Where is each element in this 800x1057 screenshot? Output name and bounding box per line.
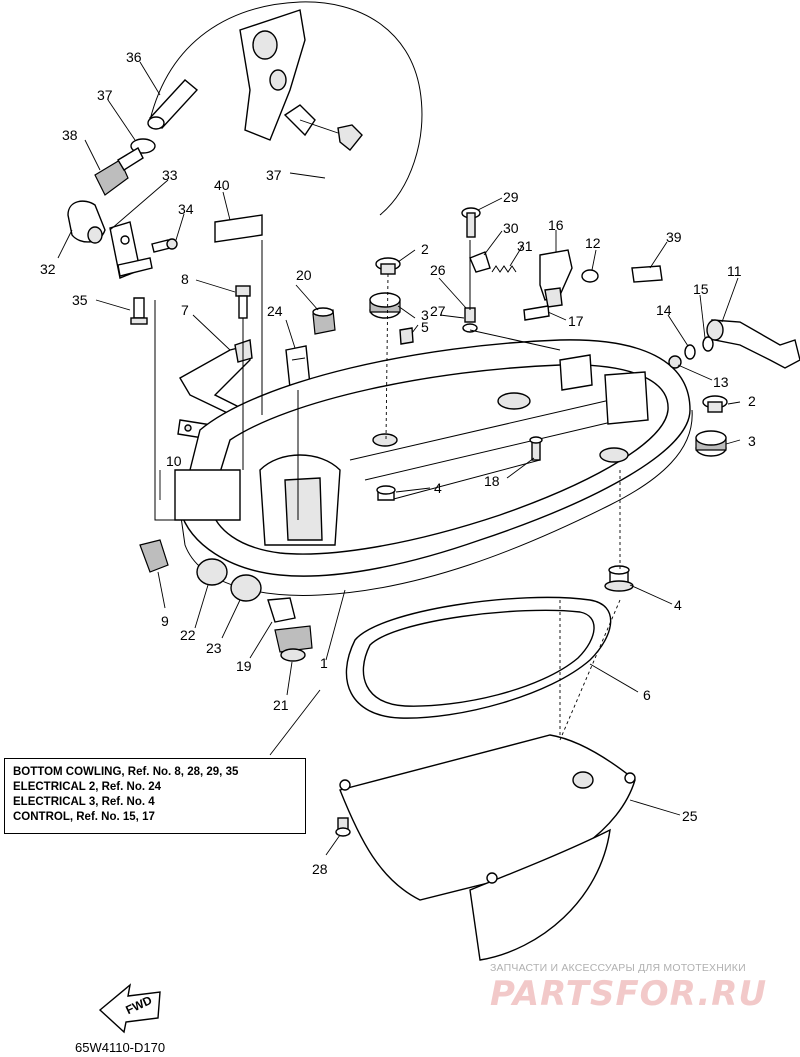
callout-13: 13 — [713, 374, 729, 390]
leader-lines — [57, 61, 741, 856]
diagram-code: 65W4110-D170 — [75, 1040, 166, 1055]
part-11-lever — [706, 319, 800, 369]
reference-line-bottom-cowling: BOTTOM COWLING, Ref. No. 8, 28, 29, 35 — [13, 766, 239, 778]
callout-16: 16 — [548, 217, 564, 233]
callout-20: 20 — [296, 267, 312, 283]
part-39-label — [631, 265, 663, 283]
callout-25: 25 — [682, 808, 698, 824]
callout-26: 26 — [430, 262, 446, 278]
callout-38: 38 — [62, 127, 78, 143]
callout-24: 24 — [267, 303, 283, 319]
callout-28: 28 — [312, 861, 328, 877]
callout-33: 33 — [162, 167, 178, 183]
fwd-arrow-icon: FWD — [98, 983, 161, 1034]
callout-4-upper: 4 — [434, 480, 442, 496]
part-4-collar-lower — [604, 565, 634, 592]
part-21-grommet — [274, 625, 313, 662]
part-35-bolt — [130, 297, 148, 325]
callout-21: 21 — [273, 697, 289, 713]
watermark-brand: PARTSFOR.RU — [490, 974, 768, 1014]
callout-32: 32 — [40, 261, 56, 277]
callout-7: 7 — [181, 302, 189, 318]
part-18-screw — [529, 436, 543, 461]
part-1-bottom-cowling — [174, 339, 693, 596]
callout-34: 34 — [178, 201, 194, 217]
part-9-clip — [139, 539, 169, 573]
part-40-label — [214, 214, 263, 243]
callout-18: 18 — [484, 473, 500, 489]
part-23-plug — [230, 574, 262, 602]
part-28-screw — [335, 817, 351, 837]
callout-numbers: 36 37 38 33 34 32 35 40 8 7 37 20 24 2 3… — [40, 49, 756, 877]
part-13-bushing — [668, 355, 682, 369]
part-14-washer — [684, 344, 696, 360]
part-2-bolt-upper — [375, 257, 401, 275]
part-31-spring — [491, 265, 517, 273]
part-38-fitting — [94, 147, 144, 196]
part-16-lever — [539, 249, 573, 308]
callout-37-right: 37 — [266, 167, 282, 183]
part-5-plug — [399, 327, 414, 345]
reference-line-control: CONTROL, Ref. No. 15, 17 — [13, 811, 155, 823]
callout-5: 5 — [421, 319, 429, 335]
watermark-subtitle: ЗАПЧАСТИ И АКСЕССУАРЫ ДЛЯ МОТОТЕХНИКИ — [490, 962, 746, 974]
callout-29: 29 — [503, 189, 519, 205]
callout-2-right: 2 — [748, 393, 756, 409]
part-6-seal — [345, 596, 612, 719]
callout-15: 15 — [693, 281, 709, 297]
callout-14: 14 — [656, 302, 672, 318]
callout-35: 35 — [72, 292, 88, 308]
callout-27: 27 — [430, 303, 446, 319]
part-20-grommet — [312, 307, 336, 335]
callout-23: 23 — [206, 640, 222, 656]
part-19-cap — [267, 597, 296, 623]
part-34-screw — [151, 238, 178, 253]
part-22-plug — [196, 558, 228, 586]
callout-9: 9 — [161, 613, 169, 629]
part-2-bolt-right — [702, 395, 728, 413]
reference-line-electrical-2: ELECTRICAL 2, Ref. No. 24 — [13, 781, 162, 793]
callout-31: 31 — [517, 238, 533, 254]
callout-2-upper: 2 — [421, 241, 429, 257]
engine-detail-inset — [149, 1, 423, 216]
callout-3-right: 3 — [748, 433, 756, 449]
callout-22: 22 — [180, 627, 196, 643]
callout-3-upper: 3 — [421, 307, 429, 323]
reference-line-electrical-3: ELECTRICAL 3, Ref. No. 4 — [13, 796, 155, 808]
part-25-lower-cover — [339, 734, 636, 961]
part-8-bolt — [235, 285, 251, 319]
callout-8: 8 — [181, 271, 189, 287]
part-12-washer — [581, 269, 599, 283]
callout-36: 36 — [126, 49, 142, 65]
part-3-grommet-right — [695, 430, 727, 457]
part-33-bracket — [109, 221, 153, 279]
callout-19: 19 — [236, 658, 252, 674]
callout-17: 17 — [568, 313, 584, 329]
callout-40: 40 — [214, 177, 230, 193]
part-36-hose — [147, 79, 199, 130]
part-3-grommet-upper — [369, 292, 401, 319]
part-4-collar-upper — [372, 433, 398, 501]
part-32-bracket — [67, 200, 106, 244]
reference-note-box: BOTTOM COWLING, Ref. No. 8, 28, 29, 35 E… — [4, 758, 306, 834]
part-30-link — [469, 251, 491, 273]
callout-37-left: 37 — [97, 87, 113, 103]
callout-4-lower: 4 — [674, 597, 682, 613]
callout-6: 6 — [643, 687, 651, 703]
callout-11: 11 — [727, 263, 742, 279]
part-29-bolt — [461, 207, 481, 238]
callout-30: 30 — [503, 220, 519, 236]
callout-1: 1 — [320, 655, 328, 671]
callout-12: 12 — [585, 235, 601, 251]
part-17-bolt — [523, 305, 550, 321]
callout-10: 10 — [166, 453, 182, 469]
part-26-27-screw — [462, 307, 478, 333]
callout-39: 39 — [666, 229, 682, 245]
part-15-oring — [702, 336, 714, 352]
